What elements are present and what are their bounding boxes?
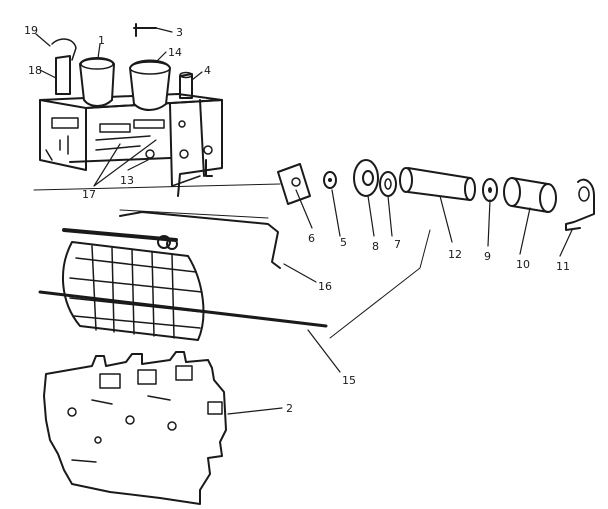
label-10: 10 bbox=[516, 258, 530, 271]
leader-lines bbox=[35, 27, 573, 415]
part-labels: 19 18 1 3 14 4 17 13 6 5 8 7 12 9 10 11 … bbox=[24, 24, 570, 415]
label-6: 6 bbox=[308, 232, 315, 245]
label-18: 18 bbox=[28, 64, 42, 77]
shaft-assembly bbox=[277, 159, 595, 231]
top-components bbox=[51, 23, 193, 111]
label-16: 16 bbox=[318, 280, 332, 293]
label-5: 5 bbox=[340, 236, 347, 249]
label-12: 12 bbox=[448, 248, 462, 261]
label-14: 14 bbox=[168, 46, 182, 59]
assembly-guide-lines bbox=[33, 183, 431, 339]
label-7: 7 bbox=[394, 238, 401, 251]
frame-bracket-assembly bbox=[39, 93, 223, 197]
linkage-rod bbox=[119, 211, 281, 269]
label-15: 15 bbox=[342, 374, 356, 387]
label-17: 17 bbox=[82, 188, 96, 201]
label-11: 11 bbox=[556, 260, 570, 273]
label-13: 13 bbox=[120, 174, 134, 187]
label-2: 2 bbox=[286, 402, 293, 415]
label-9: 9 bbox=[484, 250, 491, 263]
label-8: 8 bbox=[372, 240, 379, 253]
label-19: 19 bbox=[24, 24, 38, 37]
label-3: 3 bbox=[176, 26, 183, 39]
base-plate bbox=[43, 351, 227, 505]
carriage-drum bbox=[38, 228, 328, 341]
label-4: 4 bbox=[204, 64, 211, 77]
label-1: 1 bbox=[98, 34, 105, 47]
